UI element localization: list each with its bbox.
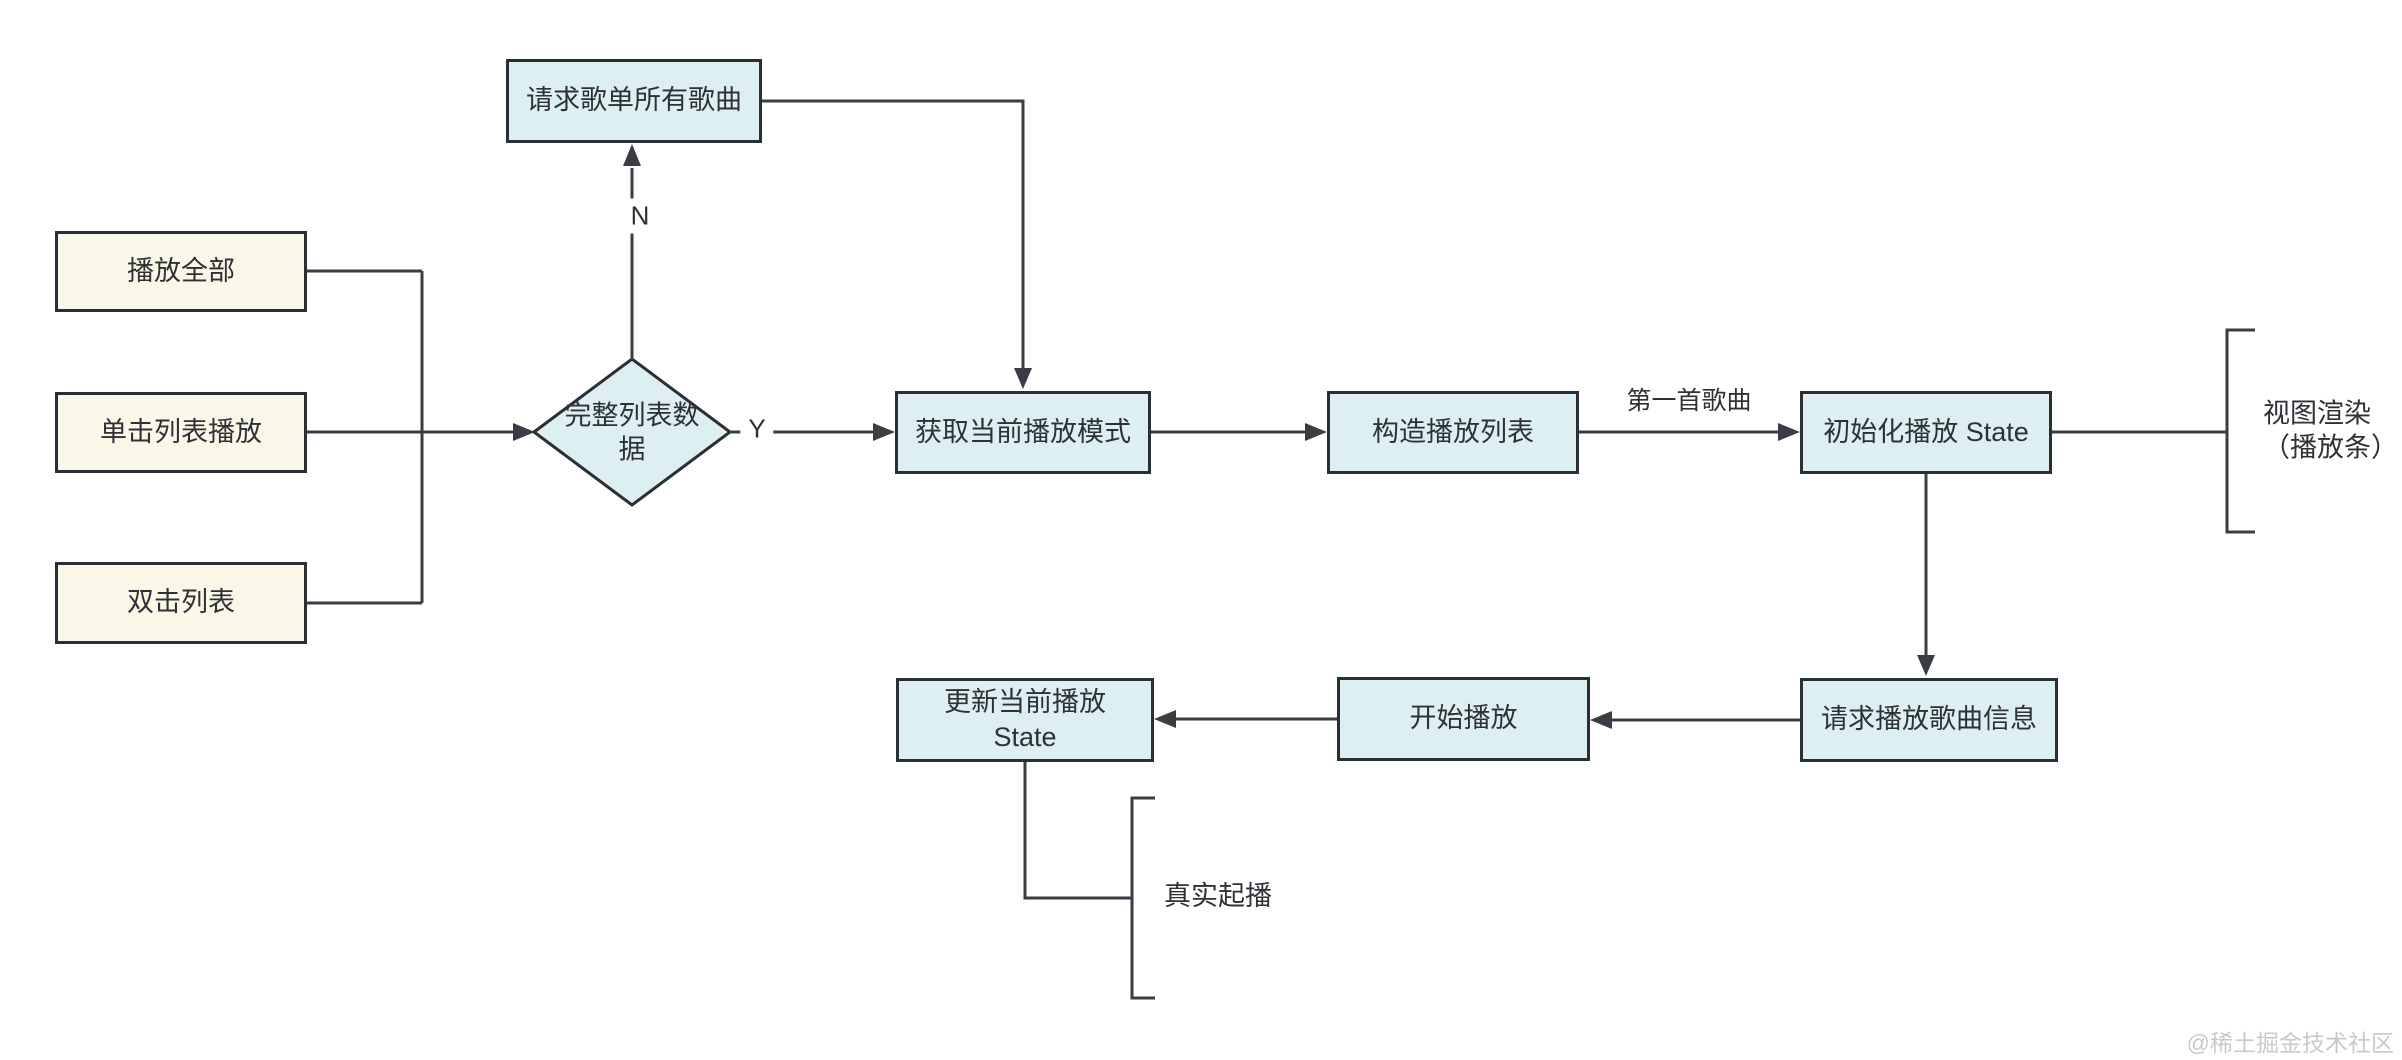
arrowhead-into-get-mode	[873, 423, 895, 441]
arrowhead-down-get-mode	[1014, 368, 1032, 389]
node-click-list-play: 单击列表播放	[55, 392, 307, 473]
node-request-song-info: 请求播放歌曲信息	[1800, 678, 2058, 762]
edge-loop-back	[762, 99, 1025, 368]
node-request-all-songs: 请求歌单所有歌曲	[506, 59, 762, 143]
node-double-click-list: 双击列表	[55, 562, 307, 644]
edge-triggers-merge	[307, 269, 516, 605]
annotation-real-start: 真实起播	[1164, 881, 1272, 912]
annotation-view-render: 视图渲染 （播放条）	[2263, 398, 2398, 462]
node-get-play-mode: 获取当前播放模式	[895, 391, 1151, 474]
real-start-bracket	[1130, 796, 1155, 1000]
node-decision-complete-list-data: 完整列表数据	[564, 400, 700, 464]
arrowhead-into-playlist	[1305, 423, 1327, 441]
arrowhead-into-decision	[513, 423, 535, 441]
edge-update-to-bracket	[1023, 762, 1132, 900]
node-init-play-state: 初始化播放 State	[1800, 391, 2052, 474]
arrowhead-into-update	[1154, 710, 1176, 728]
watermark: @稀土掘金技术社区	[2186, 1030, 2394, 1056]
arrowhead-into-songinfo	[1917, 655, 1935, 676]
edge-label-first-song: 第一首歌曲	[1626, 387, 1752, 415]
arrowhead-into-start	[1590, 711, 1612, 729]
node-update-play-state: 更新当前播放 State	[896, 678, 1154, 762]
node-start-play: 开始播放	[1337, 677, 1590, 761]
arrowhead-up-request-songs	[623, 144, 641, 166]
arrowhead-into-init	[1778, 423, 1800, 441]
view-render-bracket	[2225, 328, 2255, 534]
node-build-playlist: 构造播放列表	[1327, 391, 1579, 474]
edge-label-no: N	[622, 198, 658, 234]
edge-label-yes: Y	[740, 411, 774, 447]
node-update-play-state-label: 更新当前播放 State	[944, 686, 1106, 752]
node-play-all: 播放全部	[55, 231, 307, 312]
